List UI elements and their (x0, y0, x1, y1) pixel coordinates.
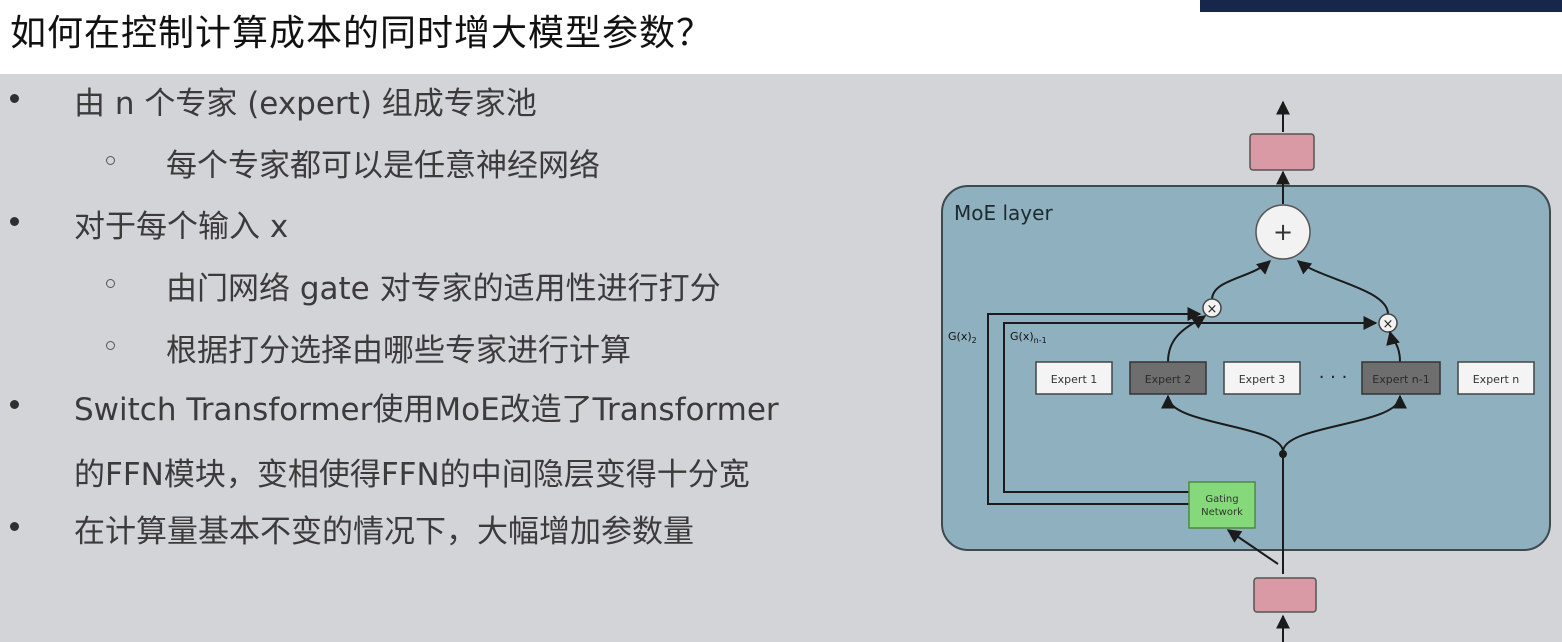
plus-icon: + (1273, 218, 1293, 246)
expert-box (1457, 361, 1535, 395)
moe-diagram: MoE layer + × × G(x)2 G(x)n-1 Expert 1 E… (941, 100, 1551, 642)
gate-weight-line-outer (987, 307, 1202, 505)
input-to-gate-arrow (1226, 529, 1279, 565)
expert-label: Expert 2 (1145, 373, 1192, 386)
expert-label: Expert n-1 (1372, 373, 1429, 386)
junction-dot (1279, 450, 1287, 458)
expert2-to-multiply (1167, 315, 1207, 363)
sub-bullet-item: 由门网络 gate 对专家的适用性进行打分 (166, 271, 721, 307)
sum-node (1255, 204, 1311, 260)
sub-bullet-circle (106, 156, 115, 165)
slide-title: 如何在控制计算成本的同时增大模型参数？ (10, 13, 714, 54)
multiply-node-left (1202, 298, 1222, 318)
bullet-dot (10, 522, 19, 531)
expert-label: Expert n (1473, 373, 1520, 386)
window-top-bar (1200, 0, 1562, 12)
bullet-item: 对于每个输入 x (74, 209, 289, 245)
slide-content: 由 n 个专家 (expert) 组成专家池 每个专家都可以是任意神经网络 对于… (0, 74, 1562, 642)
expert-box-active (1129, 361, 1207, 395)
expert-box (1223, 361, 1301, 395)
bullet-item: 在计算量基本不变的情况下，大幅增加参数量 (74, 514, 694, 550)
bullet-dot (10, 217, 19, 226)
output-block (1249, 133, 1315, 171)
bullet-dot (10, 94, 19, 103)
input-to-expertn1 (1282, 394, 1407, 453)
bullet-list: 由 n 个专家 (expert) 组成专家池 每个专家都可以是任意神经网络 对于… (0, 74, 900, 642)
bullet-dot (10, 400, 19, 409)
input-block (1253, 577, 1317, 613)
expert-label: Expert 3 (1239, 373, 1286, 386)
expert-box-active (1361, 361, 1441, 395)
merge-curve-left (1211, 260, 1272, 301)
experts-ellipsis: · · · (1319, 367, 1348, 388)
times-icon: × (1383, 317, 1394, 332)
gate-weight-label-1: G(x)2 (948, 330, 977, 345)
bullet-item: 由 n 个专家 (expert) 组成专家池 (74, 86, 537, 122)
sub-bullet-item: 根据打分选择由哪些专家进行计算 (166, 333, 631, 369)
input-to-expert2 (1161, 394, 1284, 453)
expertn1-to-multiply (1386, 330, 1401, 363)
sub-bullet-circle (106, 279, 115, 288)
gating-network-box (1188, 481, 1256, 529)
expert-box (1035, 361, 1113, 395)
sub-bullet-circle (106, 341, 115, 350)
gate-weight-label-2: G(x)n-1 (1010, 330, 1047, 345)
merge-curve-right (1296, 260, 1389, 315)
expert-label: Expert 1 (1051, 373, 1098, 386)
gate-weight-line-inner (1003, 316, 1378, 493)
times-icon: × (1207, 302, 1218, 317)
moe-layer-label: MoE layer (954, 201, 1053, 225)
bullet-item-continuation: 的FFN模块，变相使得FFN的中间隐层变得十分宽 (74, 457, 750, 493)
bullet-item: Switch Transformer使用MoE改造了Transformer (74, 392, 779, 428)
sub-bullet-item: 每个专家都可以是任意神经网络 (166, 148, 600, 184)
